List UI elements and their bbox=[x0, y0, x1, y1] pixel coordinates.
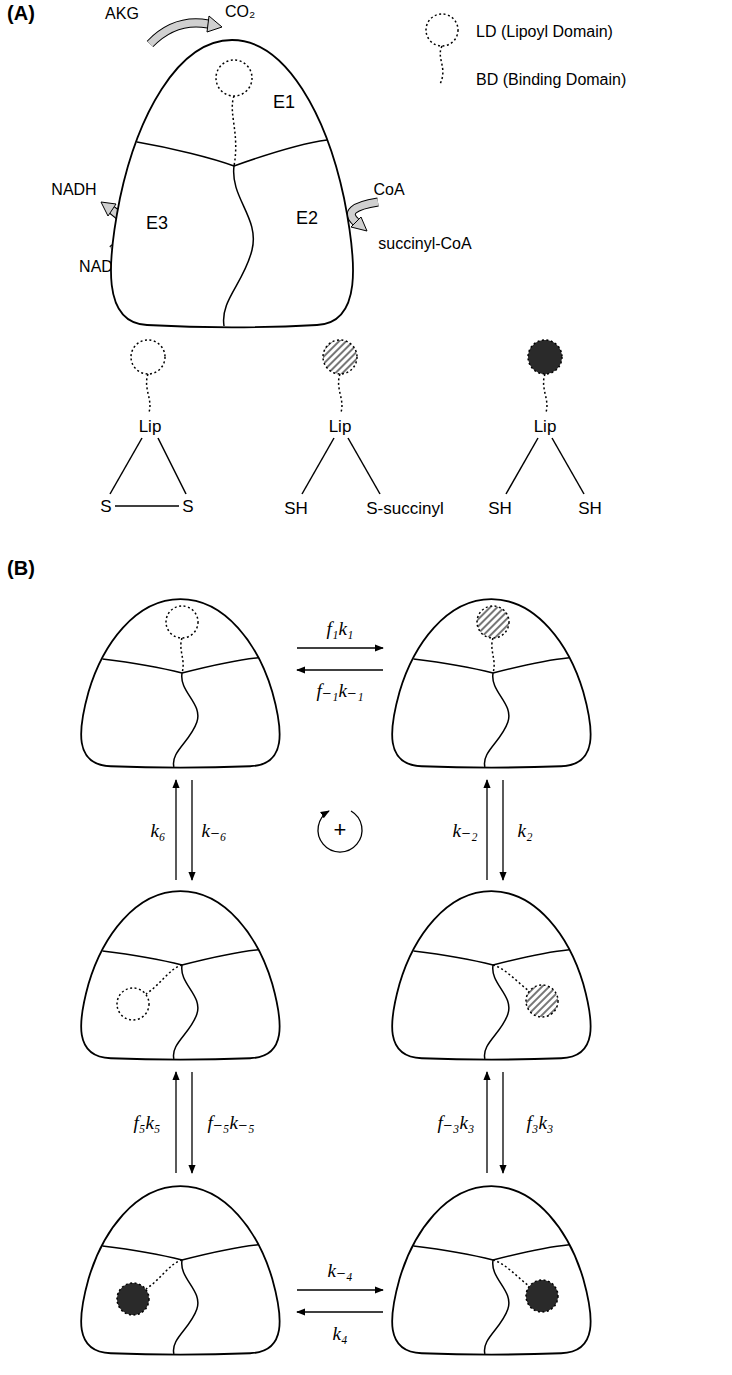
legend-linker-sample bbox=[440, 46, 443, 84]
ribbon-head bbox=[351, 217, 367, 231]
linker bbox=[492, 638, 494, 673]
rate-constant: k₋₆ bbox=[201, 821, 226, 840]
complex bbox=[392, 599, 591, 767]
rate-constant: k₂ bbox=[517, 821, 532, 840]
substrate-label: AKG bbox=[105, 6, 139, 22]
reduced-domain bbox=[526, 1280, 558, 1312]
rate-constant: k₋₂ bbox=[452, 821, 477, 840]
succinylated-domain bbox=[526, 985, 558, 1017]
reaction-arrow bbox=[297, 1311, 383, 1312]
complex-shape bbox=[106, 36, 358, 330]
linker bbox=[232, 96, 235, 166]
reaction-arrow bbox=[297, 669, 383, 670]
rate-constant: f₃k₃ bbox=[527, 1113, 554, 1132]
subunit-label: E3 bbox=[146, 214, 168, 232]
rate-constant: f₁k₁ bbox=[327, 619, 354, 638]
complex bbox=[81, 891, 280, 1059]
disulfide-bond bbox=[115, 505, 179, 507]
linker bbox=[493, 1260, 529, 1286]
reaction-arrow bbox=[486, 780, 487, 880]
cofactor-label: NADH bbox=[51, 182, 96, 198]
reaction-arrow bbox=[297, 1289, 383, 1290]
product-label: CO₂ bbox=[225, 4, 255, 20]
complex bbox=[81, 599, 280, 767]
lipoyl-domain bbox=[216, 60, 252, 96]
ribbon-fill bbox=[351, 202, 378, 222]
reaction-arrow bbox=[502, 780, 503, 880]
ribbon-outline bbox=[150, 23, 208, 44]
succinylated-domain bbox=[477, 606, 509, 638]
linker bbox=[339, 374, 342, 412]
panel-label: (B) bbox=[7, 558, 35, 578]
complex bbox=[392, 891, 591, 1059]
ribbon-head bbox=[207, 16, 222, 32]
oxidized-domain bbox=[117, 988, 149, 1020]
rate-constant: f₋₅k₋₅ bbox=[208, 1113, 255, 1132]
cycle-arrow bbox=[318, 811, 362, 852]
reduced-domain bbox=[117, 1283, 149, 1315]
rate-constant: k₄ bbox=[332, 1324, 347, 1343]
rate-constant: f₋₃k₃ bbox=[438, 1113, 475, 1132]
reaction-arrow bbox=[191, 780, 192, 880]
rate-constant: k₋₄ bbox=[327, 1261, 352, 1280]
reaction-arrow bbox=[175, 1072, 176, 1173]
atom-label: SH bbox=[578, 500, 602, 517]
bond bbox=[302, 438, 334, 494]
atom-label: S bbox=[100, 498, 111, 515]
lipoyl-label: Lip bbox=[139, 418, 162, 435]
bond bbox=[158, 438, 186, 494]
subunit-label: E1 bbox=[273, 93, 295, 111]
reaction-arrows bbox=[176, 648, 503, 1312]
reaction-arrow bbox=[486, 1072, 487, 1173]
panel-label: (A) bbox=[7, 3, 35, 23]
linker bbox=[147, 374, 150, 412]
bond bbox=[506, 438, 538, 494]
bond bbox=[110, 438, 142, 494]
reaction-arrow bbox=[175, 780, 176, 880]
legend-text: BD (Binding Domain) bbox=[476, 72, 626, 88]
cycle-sign: + bbox=[334, 819, 347, 841]
rate-constant: k₆ bbox=[150, 821, 165, 840]
reaction-arrow bbox=[502, 1072, 503, 1173]
atom-label: SH bbox=[488, 500, 512, 517]
bond bbox=[348, 438, 380, 494]
enzyme-complex: E1E2 E3 bbox=[106, 36, 358, 330]
atom-label: S bbox=[182, 498, 193, 515]
reduced-domain bbox=[528, 340, 562, 374]
legend-text: LD (Lipoyl Domain) bbox=[476, 24, 613, 40]
lipoyl-label: Lip bbox=[534, 418, 557, 435]
legend-domain-sample bbox=[426, 14, 458, 46]
lipoyl-domains bbox=[117, 606, 558, 1315]
product-label: succinyl-CoA bbox=[378, 236, 471, 252]
complex-outline bbox=[111, 40, 353, 327]
subunit-label: E2 bbox=[296, 209, 318, 227]
atom-label: SH bbox=[284, 500, 308, 517]
cofactor-label: NAD bbox=[79, 259, 113, 275]
succinylated-domain bbox=[323, 340, 357, 374]
ribbon-outline bbox=[351, 202, 378, 222]
atom-label: S-succinyl bbox=[366, 500, 443, 517]
linker bbox=[493, 965, 529, 991]
rate-constant: f₋₁k₋₁ bbox=[317, 681, 364, 700]
complex bbox=[392, 1186, 591, 1354]
linker bbox=[544, 374, 547, 412]
complex bbox=[81, 1186, 280, 1354]
oxidized-domain bbox=[131, 340, 165, 374]
substrate-label: CoA bbox=[373, 182, 404, 198]
reaction-arrow bbox=[191, 1072, 192, 1173]
ribbon-head bbox=[101, 202, 116, 216]
oxidized-domain bbox=[166, 606, 198, 638]
lipoyl-structures bbox=[110, 340, 584, 506]
ribbon-fill bbox=[150, 23, 208, 44]
linker bbox=[146, 965, 182, 994]
lipoyl-label: Lip bbox=[329, 418, 352, 435]
bond bbox=[552, 438, 584, 494]
linker bbox=[146, 1260, 182, 1289]
linker bbox=[181, 638, 183, 673]
rate-constant: f₅k₅ bbox=[134, 1113, 161, 1132]
reaction-arrow bbox=[297, 647, 383, 648]
